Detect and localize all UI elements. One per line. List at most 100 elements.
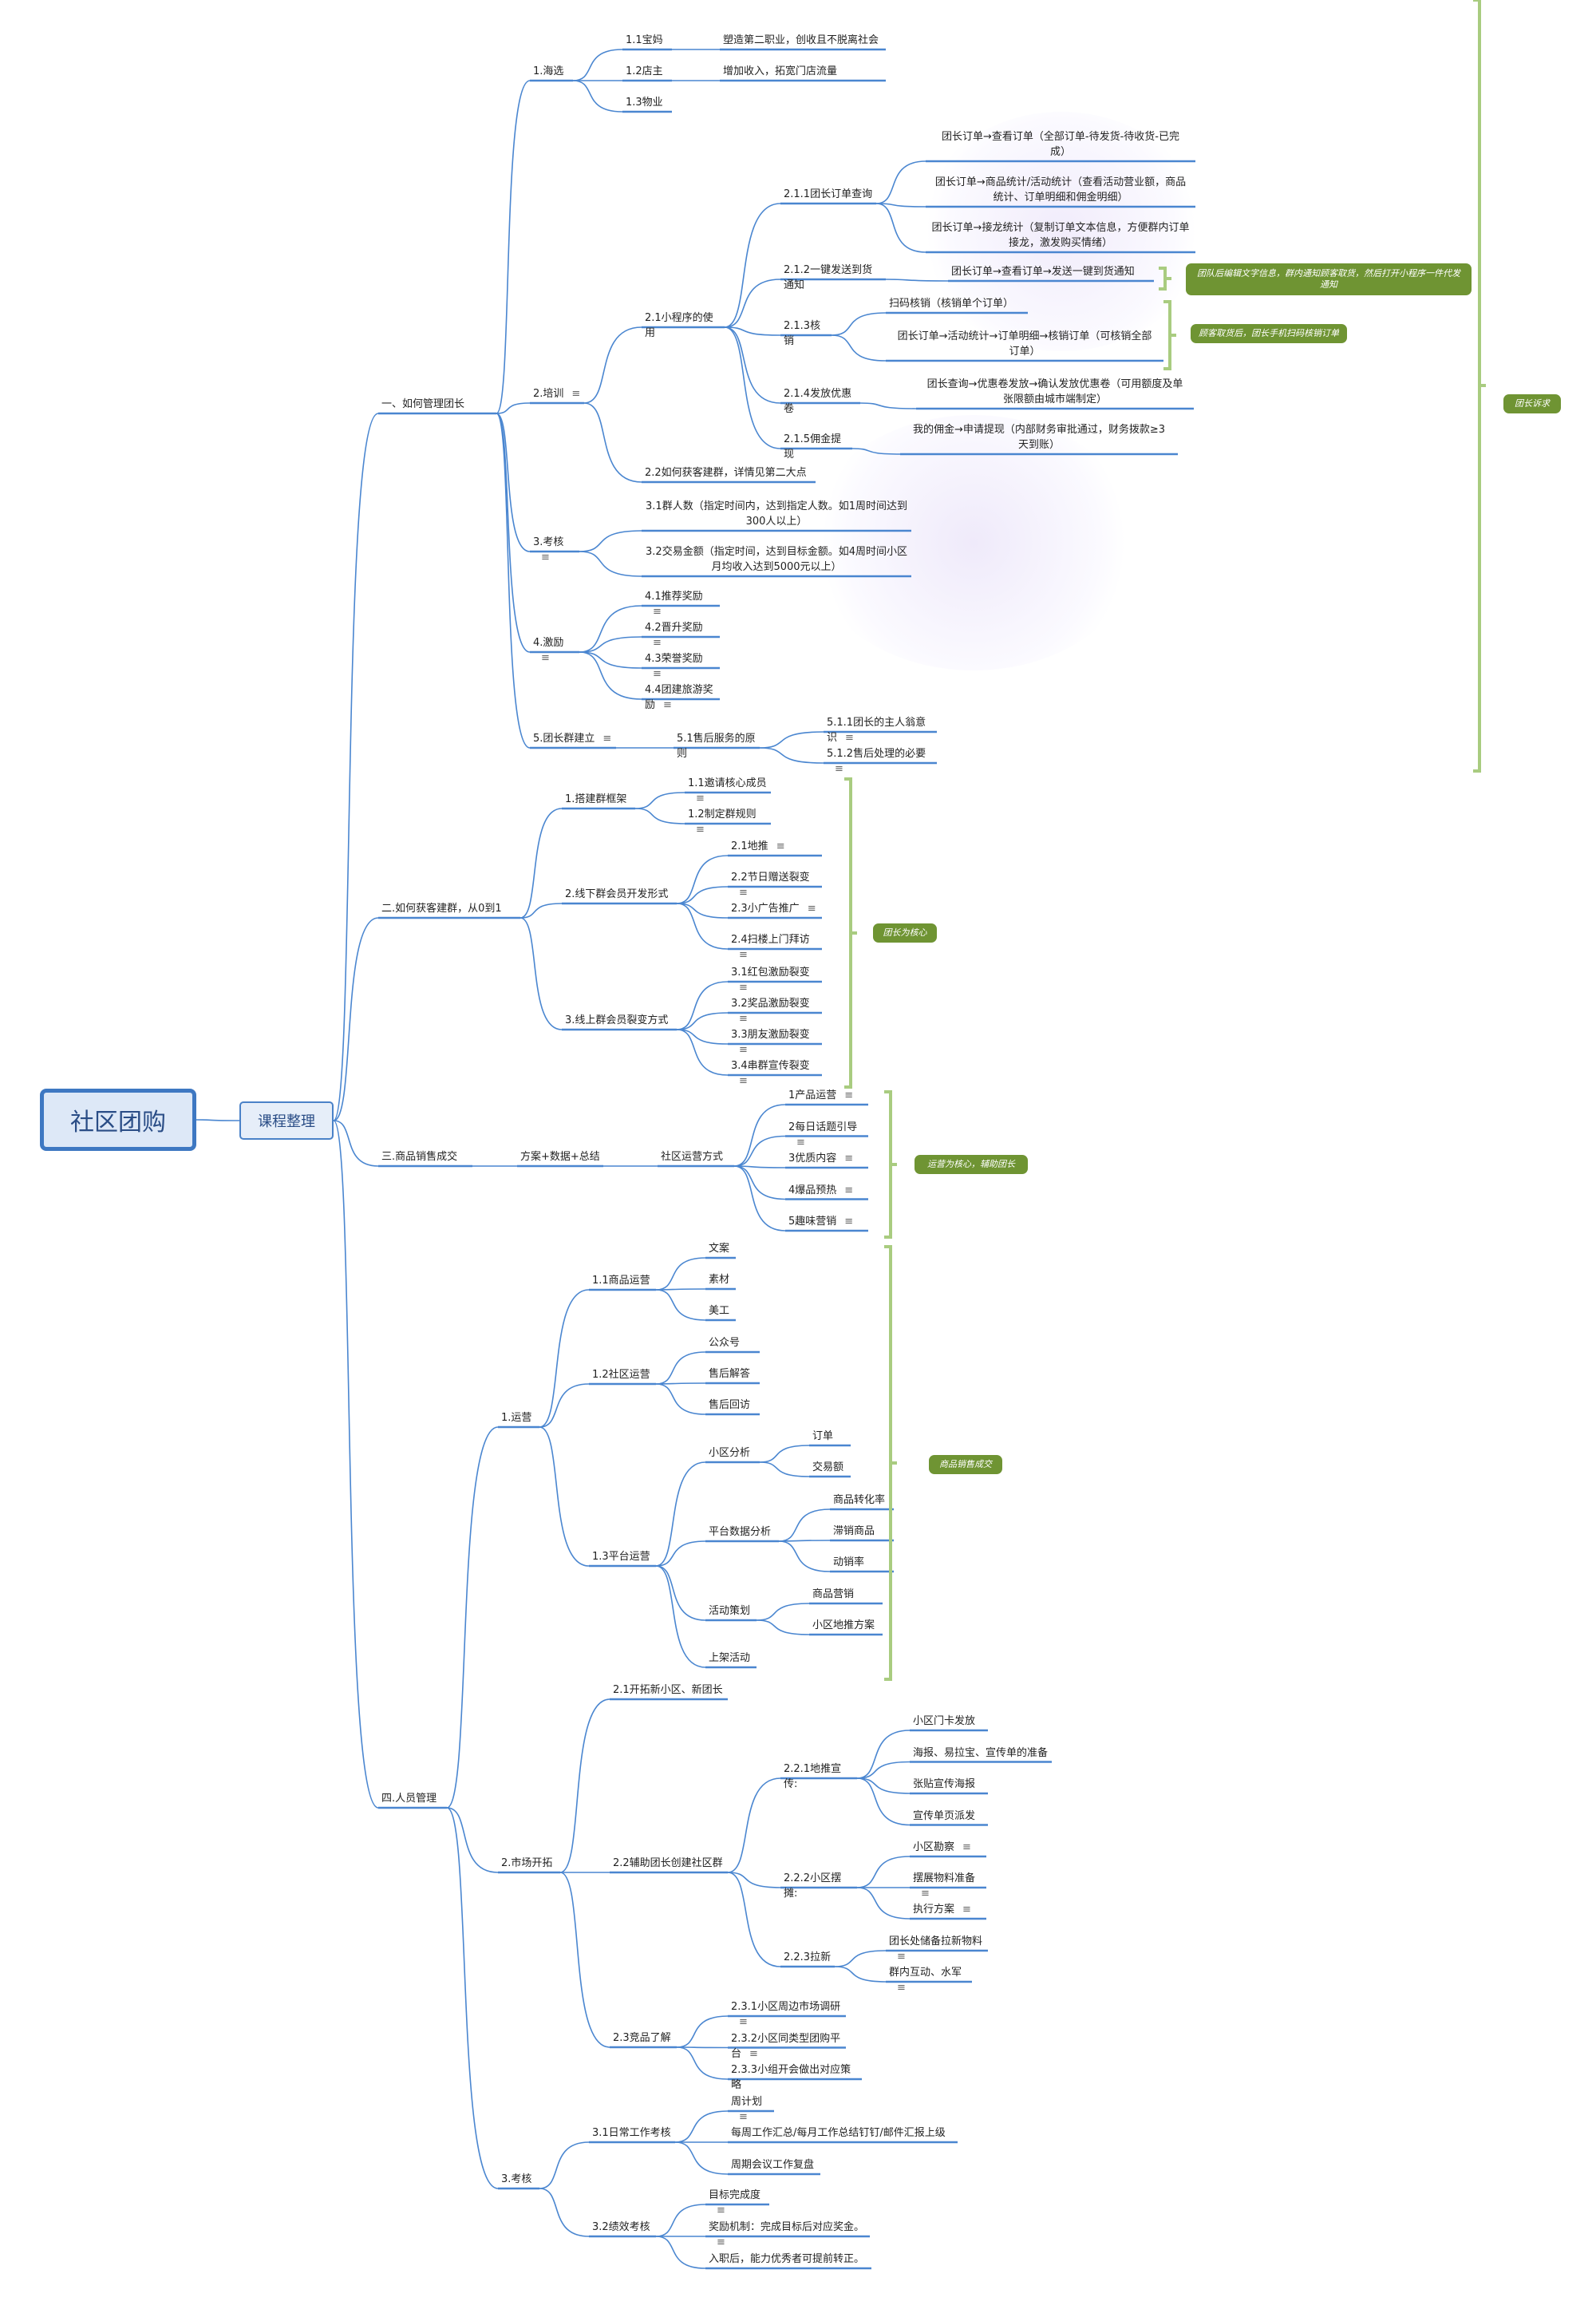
node-online-0[interactable]: 3.1红包激励裂变≡	[731, 965, 819, 995]
node-after-1[interactable]: 5.1.2售后处理的必要≡	[827, 746, 934, 777]
node-o13[interactable]: 1.3平台运营	[592, 1549, 653, 1564]
node-online-3[interactable]: 3.4串群宣传裂变≡	[731, 1058, 819, 1089]
note-icon[interactable]: ≡	[653, 637, 662, 649]
note-icon[interactable]: ≡	[739, 2111, 748, 2123]
note-icon[interactable]: ≡	[696, 793, 705, 805]
node-a32-0[interactable]: 目标完成度≡	[709, 2188, 766, 2218]
node-o11-0[interactable]: 文案	[709, 1241, 733, 1256]
node-m221-0[interactable]: 小区门卡发放	[913, 1714, 985, 1729]
tag-leader-demand[interactable]: 团长诉求	[1503, 394, 1561, 413]
note-icon[interactable]: ≡	[962, 1841, 971, 1853]
node-a32-2[interactable]: 入职后，能力优秀者可提前转正。	[709, 2252, 868, 2267]
node-assess[interactable]: 3.考核	[501, 2172, 536, 2187]
note-icon[interactable]: ≡	[717, 2204, 725, 2216]
node-community-3[interactable]: 4爆品预热≡	[788, 1183, 865, 1198]
node-m23[interactable]: 2.3竞品了解	[613, 2030, 674, 2046]
note-icon[interactable]: ≡	[739, 949, 748, 961]
node-m211-0[interactable]: 团长订单→查看订单（全部订单-待发货-待收货-已完 成）	[929, 129, 1192, 160]
node-sea-2[interactable]: 1.3物业	[626, 95, 669, 110]
branch-acquire-customers[interactable]: 二.如何获客建群，从0到1	[381, 901, 517, 916]
node-sea-detail-1[interactable]: 增加收入，拓宽门店流量	[723, 64, 883, 79]
node-sea-1[interactable]: 1.2店主	[626, 64, 669, 79]
node-community-0[interactable]: 1产品运营≡	[788, 1088, 865, 1103]
note-icon[interactable]: ≡	[844, 1216, 854, 1228]
node-online-2[interactable]: 3.3朋友激励裂变≡	[731, 1027, 819, 1058]
note-icon[interactable]: ≡	[696, 824, 705, 836]
node-exam[interactable]: 3.考核≡	[533, 535, 576, 565]
node-o13d[interactable]: 上架活动	[709, 1651, 753, 1666]
node-frame-0[interactable]: 1.1邀请核心成员≡	[688, 776, 768, 806]
node-sea-detail-0[interactable]: 塑造第二职业，创收且不脱离社会	[723, 33, 883, 48]
node-sea[interactable]: 1.海选	[533, 64, 570, 79]
node-reward-1[interactable]: 4.2晋升奖励≡	[645, 620, 717, 650]
node-after-0[interactable]: 5.1.1团长的主人翁意识≡	[827, 715, 934, 745]
node-o13c-0[interactable]: 商品营销	[812, 1587, 879, 1602]
node-m22[interactable]: 2.2辅助团长创建社区群	[613, 1856, 725, 1871]
branch-sales[interactable]: 三.商品销售成交	[381, 1149, 469, 1164]
node-o13c-1[interactable]: 小区地推方案	[812, 1618, 879, 1633]
note-icon[interactable]: ≡	[541, 552, 550, 563]
node-m223[interactable]: 2.2.3拉新	[784, 1950, 832, 1965]
node-m211-1[interactable]: 团长订单→商品统计/活动统计（查看活动营业额，商品 统计、订单明细和佣金明细）	[929, 175, 1192, 205]
note-icon[interactable]: ≡	[845, 732, 854, 744]
tag-leader-core[interactable]: 团长为核心	[873, 923, 937, 943]
note-icon[interactable]: ≡	[844, 1153, 854, 1164]
note-icon[interactable]: ≡	[739, 982, 748, 994]
node-ops[interactable]: 1.运营	[501, 1410, 536, 1425]
root-node[interactable]: 社区团购	[40, 1089, 196, 1151]
note-icon[interactable]: ≡	[653, 606, 662, 618]
note-icon[interactable]: ≡	[739, 1013, 748, 1025]
note-icon[interactable]: ≡	[739, 1075, 748, 1087]
note-icon[interactable]: ≡	[844, 1184, 854, 1196]
node-get-customers[interactable]: 2.2如何获客建群，详情见第二大点	[645, 465, 812, 480]
node-o13b-2[interactable]: 动销率	[833, 1555, 891, 1570]
node-group[interactable]: 5.团长群建立≡	[533, 731, 613, 746]
node-o13a-1[interactable]: 交易额	[812, 1460, 847, 1475]
note-icon[interactable]: ≡	[962, 1904, 971, 1916]
node-sea-0[interactable]: 1.1宝妈	[626, 33, 669, 48]
node-m23-1[interactable]: 2.3.2小区同类型团购平台≡	[731, 2031, 843, 2062]
note-icon[interactable]: ≡	[739, 2016, 748, 2028]
subroot-node[interactable]: 课程整理	[239, 1101, 334, 1140]
node-m212[interactable]: 2.1.2一键发送到货通知	[784, 263, 883, 293]
node-m23-0[interactable]: 2.3.1小区周边市场调研≡	[731, 1999, 843, 2030]
node-m211-2[interactable]: 团长订单→接龙统计（复制订单文本信息，方便群内订单 接龙，激发购买情绪）	[929, 220, 1192, 251]
node-offline-1[interactable]: 2.2节日赠送裂变≡	[731, 870, 819, 900]
node-a31-1[interactable]: 每周工作汇总/每月工作总结钉钉/邮件汇报上级	[731, 2125, 954, 2141]
node-o13b[interactable]: 平台数据分析	[709, 1524, 776, 1540]
node-m214-detail[interactable]: 团长查询→优惠卷发放→确认发放优惠卷（可用额度及单 张限额由城市端制定）	[919, 377, 1191, 407]
tag-verify-order[interactable]: 顾客取货后，团长手机扫码核销订单	[1191, 324, 1347, 343]
note-icon[interactable]: ≡	[663, 699, 672, 711]
note-icon[interactable]: ≡	[835, 763, 843, 775]
node-offline-3[interactable]: 2.4扫楼上门拜访≡	[731, 932, 819, 963]
note-icon[interactable]: ≡	[921, 1888, 930, 1900]
node-m221-3[interactable]: 宣传单页派发	[913, 1809, 985, 1824]
node-m212-detail[interactable]: 团长订单→查看订单→发送一键到货通知	[951, 264, 1151, 279]
node-o13b-0[interactable]: 商品转化率	[833, 1493, 891, 1508]
node-a31[interactable]: 3.1日常工作考核	[592, 2125, 672, 2141]
node-m213-0[interactable]: 扫码核销（核销单个订单）	[889, 296, 1025, 311]
note-icon[interactable]: ≡	[776, 840, 785, 852]
node-m211[interactable]: 2.1.1团长订单查询	[784, 187, 873, 202]
node-a31-0[interactable]: 周计划≡	[731, 2094, 771, 2125]
node-a32-1[interactable]: 奖励机制：完成目标后对应奖金。≡	[709, 2220, 867, 2250]
node-after[interactable]: 5.1售后服务的原则	[677, 731, 757, 761]
node-reward-2[interactable]: 4.3荣誉奖励≡	[645, 651, 717, 682]
node-online[interactable]: 3.线上群会员裂变方式	[565, 1013, 674, 1028]
note-icon[interactable]: ≡	[739, 887, 748, 899]
node-offline[interactable]: 2.线下群会员开发形式	[565, 887, 674, 902]
node-o13b-1[interactable]: 滞销商品	[833, 1524, 891, 1539]
node-o13c[interactable]: 活动策划	[709, 1603, 753, 1619]
node-community-1[interactable]: 2每日话题引导≡	[788, 1120, 865, 1150]
node-reward[interactable]: 4.激励≡	[533, 635, 576, 666]
node-m21[interactable]: 2.1开拓新小区、新团长	[613, 1682, 725, 1698]
node-m215[interactable]: 2.1.5佣金提现	[784, 432, 849, 462]
node-m214[interactable]: 2.1.4发放优惠卷	[784, 386, 857, 417]
node-a32[interactable]: 3.2绩效考核	[592, 2220, 653, 2235]
note-icon[interactable]: ≡	[807, 903, 816, 915]
node-m215-detail[interactable]: 我的佣金→申请提现（内部财务审批通过，财务拨款≥3 天到账）	[903, 422, 1175, 453]
node-online-1[interactable]: 3.2奖品激励裂变≡	[731, 996, 819, 1026]
note-icon[interactable]: ≡	[796, 1136, 805, 1149]
node-o11-1[interactable]: 素材	[709, 1272, 733, 1287]
node-m222-1[interactable]: 摆展物料准备≡	[913, 1871, 983, 1901]
